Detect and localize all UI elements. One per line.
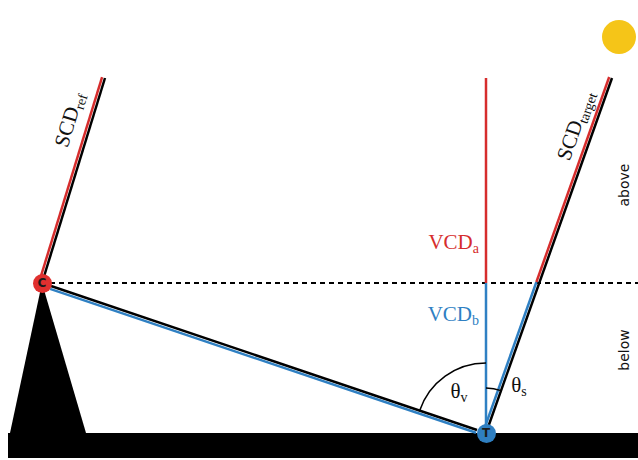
subscript-text: target bbox=[576, 91, 601, 126]
ground bbox=[8, 433, 638, 458]
solar-angle-arc bbox=[486, 388, 501, 391]
target-column-label: SCDtarget bbox=[554, 88, 601, 164]
reference-above-segment bbox=[39, 77, 102, 282]
dashed-level-line bbox=[50, 282, 638, 284]
region-label: above bbox=[617, 164, 631, 207]
line-of-sight-path bbox=[51, 286, 477, 430]
point-letter: C bbox=[38, 277, 47, 289]
subscript-text: b bbox=[472, 313, 479, 328]
target-above-segment bbox=[536, 77, 609, 282]
viewing-angle-arc bbox=[420, 363, 486, 411]
subscript-text: v bbox=[461, 390, 468, 405]
point-letter: T bbox=[482, 427, 490, 439]
subscript-text: a bbox=[473, 241, 479, 256]
sun bbox=[602, 20, 636, 54]
symbol-text: below bbox=[616, 329, 632, 370]
solar-angle-label: θs bbox=[511, 375, 527, 399]
reference-column-label: SCDref bbox=[51, 89, 91, 150]
reference-point: C bbox=[33, 274, 52, 293]
symbol-text: SCD bbox=[552, 117, 588, 164]
line-of-sight bbox=[50, 286, 477, 433]
reference-slant-path bbox=[42, 78, 105, 283]
target-point: T bbox=[477, 424, 496, 443]
viewing-angle-label: θv bbox=[450, 381, 467, 405]
target-below-segment bbox=[483, 282, 536, 432]
target-slant-path bbox=[486, 78, 612, 433]
mountain bbox=[10, 283, 86, 433]
vertical-above-label: VCDa bbox=[428, 232, 479, 256]
vertical-below-segment bbox=[485, 283, 488, 433]
symbol-text: above bbox=[616, 164, 632, 207]
subscript-text: s bbox=[521, 384, 526, 399]
symbol-text: θ bbox=[511, 373, 521, 397]
region-label: below bbox=[617, 329, 631, 370]
symbol-text: SCD bbox=[49, 104, 84, 150]
vertical-below-label: VCDb bbox=[428, 304, 479, 328]
line-of-sight-below-segment bbox=[50, 289, 476, 433]
symbol-text: VCD bbox=[428, 302, 472, 326]
symbol-text: VCD bbox=[428, 230, 472, 254]
vertical-above-segment bbox=[485, 78, 488, 283]
symbol-text: θ bbox=[450, 379, 460, 403]
